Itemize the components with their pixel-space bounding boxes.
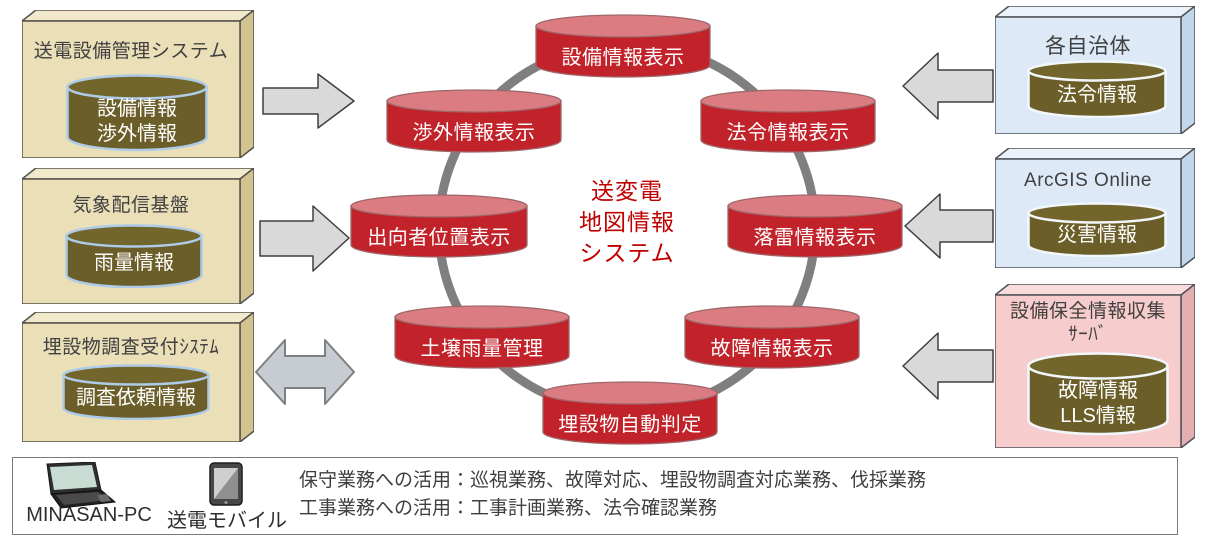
db-line1: 雨量情報 xyxy=(94,251,174,274)
db-label: 災害情報 xyxy=(1027,216,1167,255)
cylinder-shape xyxy=(62,364,210,420)
cylinder-shape xyxy=(386,89,562,153)
ring-node-buried-object: 埋設物自動判定 xyxy=(542,381,718,445)
database-cylinder: 雨量情報 xyxy=(65,224,203,288)
ring-node-label: 渉外情報表示 xyxy=(412,121,536,144)
ring-node-label: 土壌雨量管理 xyxy=(420,337,544,360)
flow-arrow-left-4 xyxy=(902,52,994,120)
usage-line2: 工事業務への活用：工事計画業務、法令確認業務 xyxy=(299,498,718,519)
db-line1: 調査依頼情報 xyxy=(76,386,196,409)
cylinder-shape xyxy=(65,224,203,288)
cylinder-shape xyxy=(1027,60,1167,118)
db-line2: LLS情報 xyxy=(1060,405,1136,427)
system-box-title: 設備保全情報収集 ｻｰﾊﾞ xyxy=(995,300,1181,346)
title-line1: 設備保全情報収集 xyxy=(1009,301,1166,322)
cylinder-shape xyxy=(535,14,711,78)
ring-node-label: 出向者位置表示 xyxy=(367,226,511,249)
cylinder-shape xyxy=(700,89,876,153)
center-system-title: 送変電 地図情報 システム xyxy=(540,176,714,269)
center-title-line1: 送変電 xyxy=(591,178,663,204)
db-line1: 法令情報 xyxy=(1057,83,1137,106)
system-box-title: ArcGIS Online xyxy=(1024,170,1152,191)
device-label-mobile: 送電モバイル xyxy=(167,510,287,532)
flow-arrow-right-2 xyxy=(259,205,350,272)
db-line1: 設備情報 xyxy=(97,98,177,120)
footer-legend-bar: MINASAN-PC 送電モバイル 保守業務への活用：巡視業務、故障対応、埋設物… xyxy=(12,457,1178,535)
flow-arrow-both-3 xyxy=(255,339,355,405)
system-box-arcgis-online: ArcGIS Online 災害情報 xyxy=(995,148,1195,268)
system-box-buried-survey: 埋設物調査受付ｼｽﾃﾑ 調査依頼情報 xyxy=(22,312,254,442)
cylinder-shape xyxy=(1027,202,1167,257)
ring-node-label: 落雷情報表示 xyxy=(753,226,877,249)
database-cylinder: 設備情報 渉外情報 xyxy=(66,74,208,152)
title-line2: ｻｰﾊﾞ xyxy=(1068,324,1108,345)
database-cylinder: 災害情報 xyxy=(1027,202,1167,257)
ring-node-label: 埋設物自動判定 xyxy=(558,413,702,436)
ring-node-failure-info: 故障情報表示 xyxy=(684,305,860,369)
system-box-title: 埋設物調査受付ｼｽﾃﾑ xyxy=(42,337,220,358)
system-box-title: 気象配信基盤 xyxy=(72,195,190,216)
db-line1: 故障情報 xyxy=(1058,380,1138,402)
cylinder-shape xyxy=(684,305,860,369)
database-cylinder: 調査依頼情報 xyxy=(62,364,210,420)
cylinder-shape xyxy=(727,194,903,258)
system-box-transmission-mgmt: 送電設備管理システム 設備情報 渉外情報 xyxy=(22,10,254,158)
ring-node-equipment-info: 設備情報表示 xyxy=(535,14,711,78)
usage-line1: 保守業務への活用：巡視業務、故障対応、埋設物調査対応業務、伐採業務 xyxy=(299,470,927,491)
center-title-line2: 地図情報 xyxy=(579,209,675,235)
cylinder-shape xyxy=(350,194,528,258)
ring-node-law-info: 法令情報表示 xyxy=(700,89,876,153)
ring-node-external-info: 渉外情報表示 xyxy=(386,89,562,153)
cylinder-shape xyxy=(1027,352,1169,436)
flow-arrow-left-5 xyxy=(904,193,994,259)
system-box-municipalities: 各自治体 法令情報 xyxy=(995,6,1195,134)
usage-legend: 保守業務への活用：巡視業務、故障対応、埋設物調査対応業務、伐採業務 工事業務への… xyxy=(299,467,926,523)
center-title-line3: システム xyxy=(579,240,675,266)
db-label: 法令情報 xyxy=(1027,74,1167,116)
ring-node-lightning-info: 落雷情報表示 xyxy=(727,194,903,258)
system-box-weather-platform: 気象配信基盤 雨量情報 xyxy=(22,168,254,304)
tablet-icon xyxy=(209,462,243,506)
cylinder-shape xyxy=(542,381,718,445)
db-label: 故障情報 LLS情報 xyxy=(1027,374,1169,434)
system-box-title: 各自治体 xyxy=(1045,35,1131,58)
system-box-title: 送電設備管理システム xyxy=(33,41,229,62)
db-label: 調査依頼情報 xyxy=(62,378,210,418)
ring-node-soil-rain: 土壌雨量管理 xyxy=(394,305,570,369)
db-line2: 渉外情報 xyxy=(97,123,177,145)
ring-node-label: 設備情報表示 xyxy=(561,46,685,69)
laptop-icon xyxy=(46,462,117,509)
db-label: 設備情報 渉外情報 xyxy=(66,94,208,150)
db-line1: 災害情報 xyxy=(1057,224,1137,246)
device-label-pc: MINASAN-PC xyxy=(26,504,152,526)
ring-node-worker-location: 出向者位置表示 xyxy=(350,194,528,258)
cylinder-shape xyxy=(66,74,208,152)
ring-node-label: 故障情報表示 xyxy=(710,337,834,360)
flow-arrow-left-6 xyxy=(902,332,994,400)
database-cylinder: 故障情報 LLS情報 xyxy=(1027,352,1169,436)
cylinder-shape xyxy=(394,305,570,369)
db-label: 雨量情報 xyxy=(65,240,203,286)
flow-arrow-right-1 xyxy=(262,73,355,129)
ring-node-label: 法令情報表示 xyxy=(726,121,850,144)
database-cylinder: 法令情報 xyxy=(1027,60,1167,118)
system-box-maintenance-server: 設備保全情報収集 ｻｰﾊﾞ 故障情報 LLS情報 xyxy=(995,284,1195,448)
